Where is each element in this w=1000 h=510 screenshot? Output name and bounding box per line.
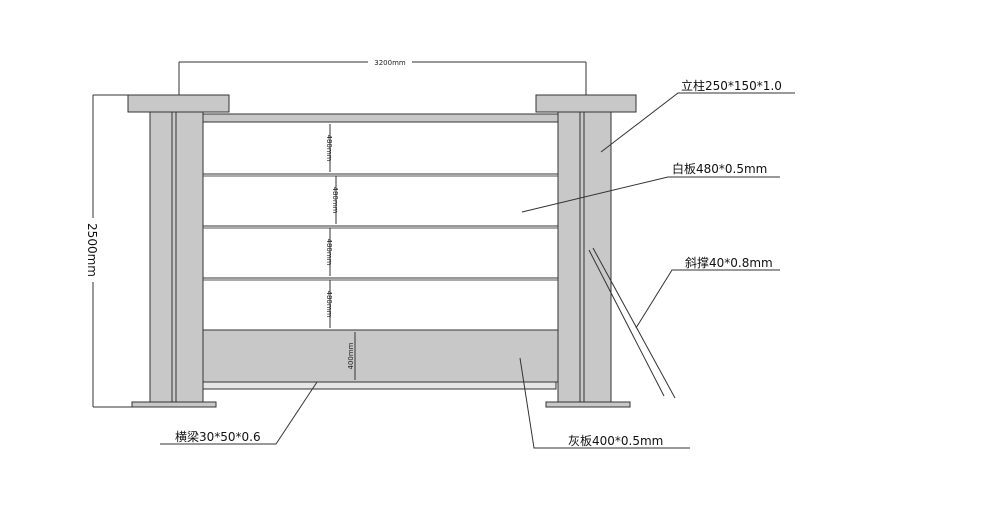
height-label-bg: [86, 218, 100, 282]
gray-panel-callout: 灰板400*0.5mm: [568, 434, 663, 448]
beam-callout: 横梁30*50*0.6: [175, 429, 261, 444]
post-callout: 立柱250*150*1.0: [681, 78, 782, 93]
beam-leader: [160, 381, 318, 445]
brace-edge: [592, 247, 676, 399]
brace-callout: 斜撑40*0.8mm: [685, 255, 773, 270]
height-label: 2500mm: [85, 223, 99, 277]
white-panel: [202, 277, 559, 331]
white-panel: [202, 173, 559, 227]
width-dimension: [178, 61, 587, 96]
height-dimension: [92, 94, 148, 408]
bottom-beam: [202, 381, 557, 390]
left-post-cap: [127, 94, 230, 113]
right-post-base: [545, 401, 631, 408]
panel-height-label: 400mm: [347, 342, 355, 369]
brace-leader: [635, 269, 780, 329]
white-panel: [202, 225, 559, 279]
white-panel: [202, 121, 559, 175]
white-panels: [202, 121, 559, 331]
panel-dimension-marks: [329, 124, 356, 380]
post-leader: [600, 92, 795, 153]
left-post: [127, 94, 230, 408]
panel-height-label: 480mm: [325, 291, 333, 318]
panel-height-label: 480mm: [331, 187, 339, 214]
width-label: 3200mm: [374, 59, 406, 67]
brace-edge: [588, 249, 665, 397]
white-panel-callout: 白板480*0.5mm: [672, 161, 767, 176]
right-post: [535, 94, 637, 408]
panel-height-label: 480mm: [325, 135, 333, 162]
left-post-base: [131, 401, 217, 408]
leader-lines: [160, 92, 795, 449]
panel-height-label: 480mm: [325, 239, 333, 266]
right-post-cap: [535, 94, 637, 113]
gray-panel-leader: [519, 357, 690, 449]
top-rail: [202, 113, 559, 123]
diagonal-brace: [588, 247, 676, 399]
gray-panel: [202, 329, 559, 383]
width-label-bg: [368, 57, 412, 67]
white-panel-leader: [521, 176, 780, 213]
panel-joint-lines: [203, 175, 558, 281]
